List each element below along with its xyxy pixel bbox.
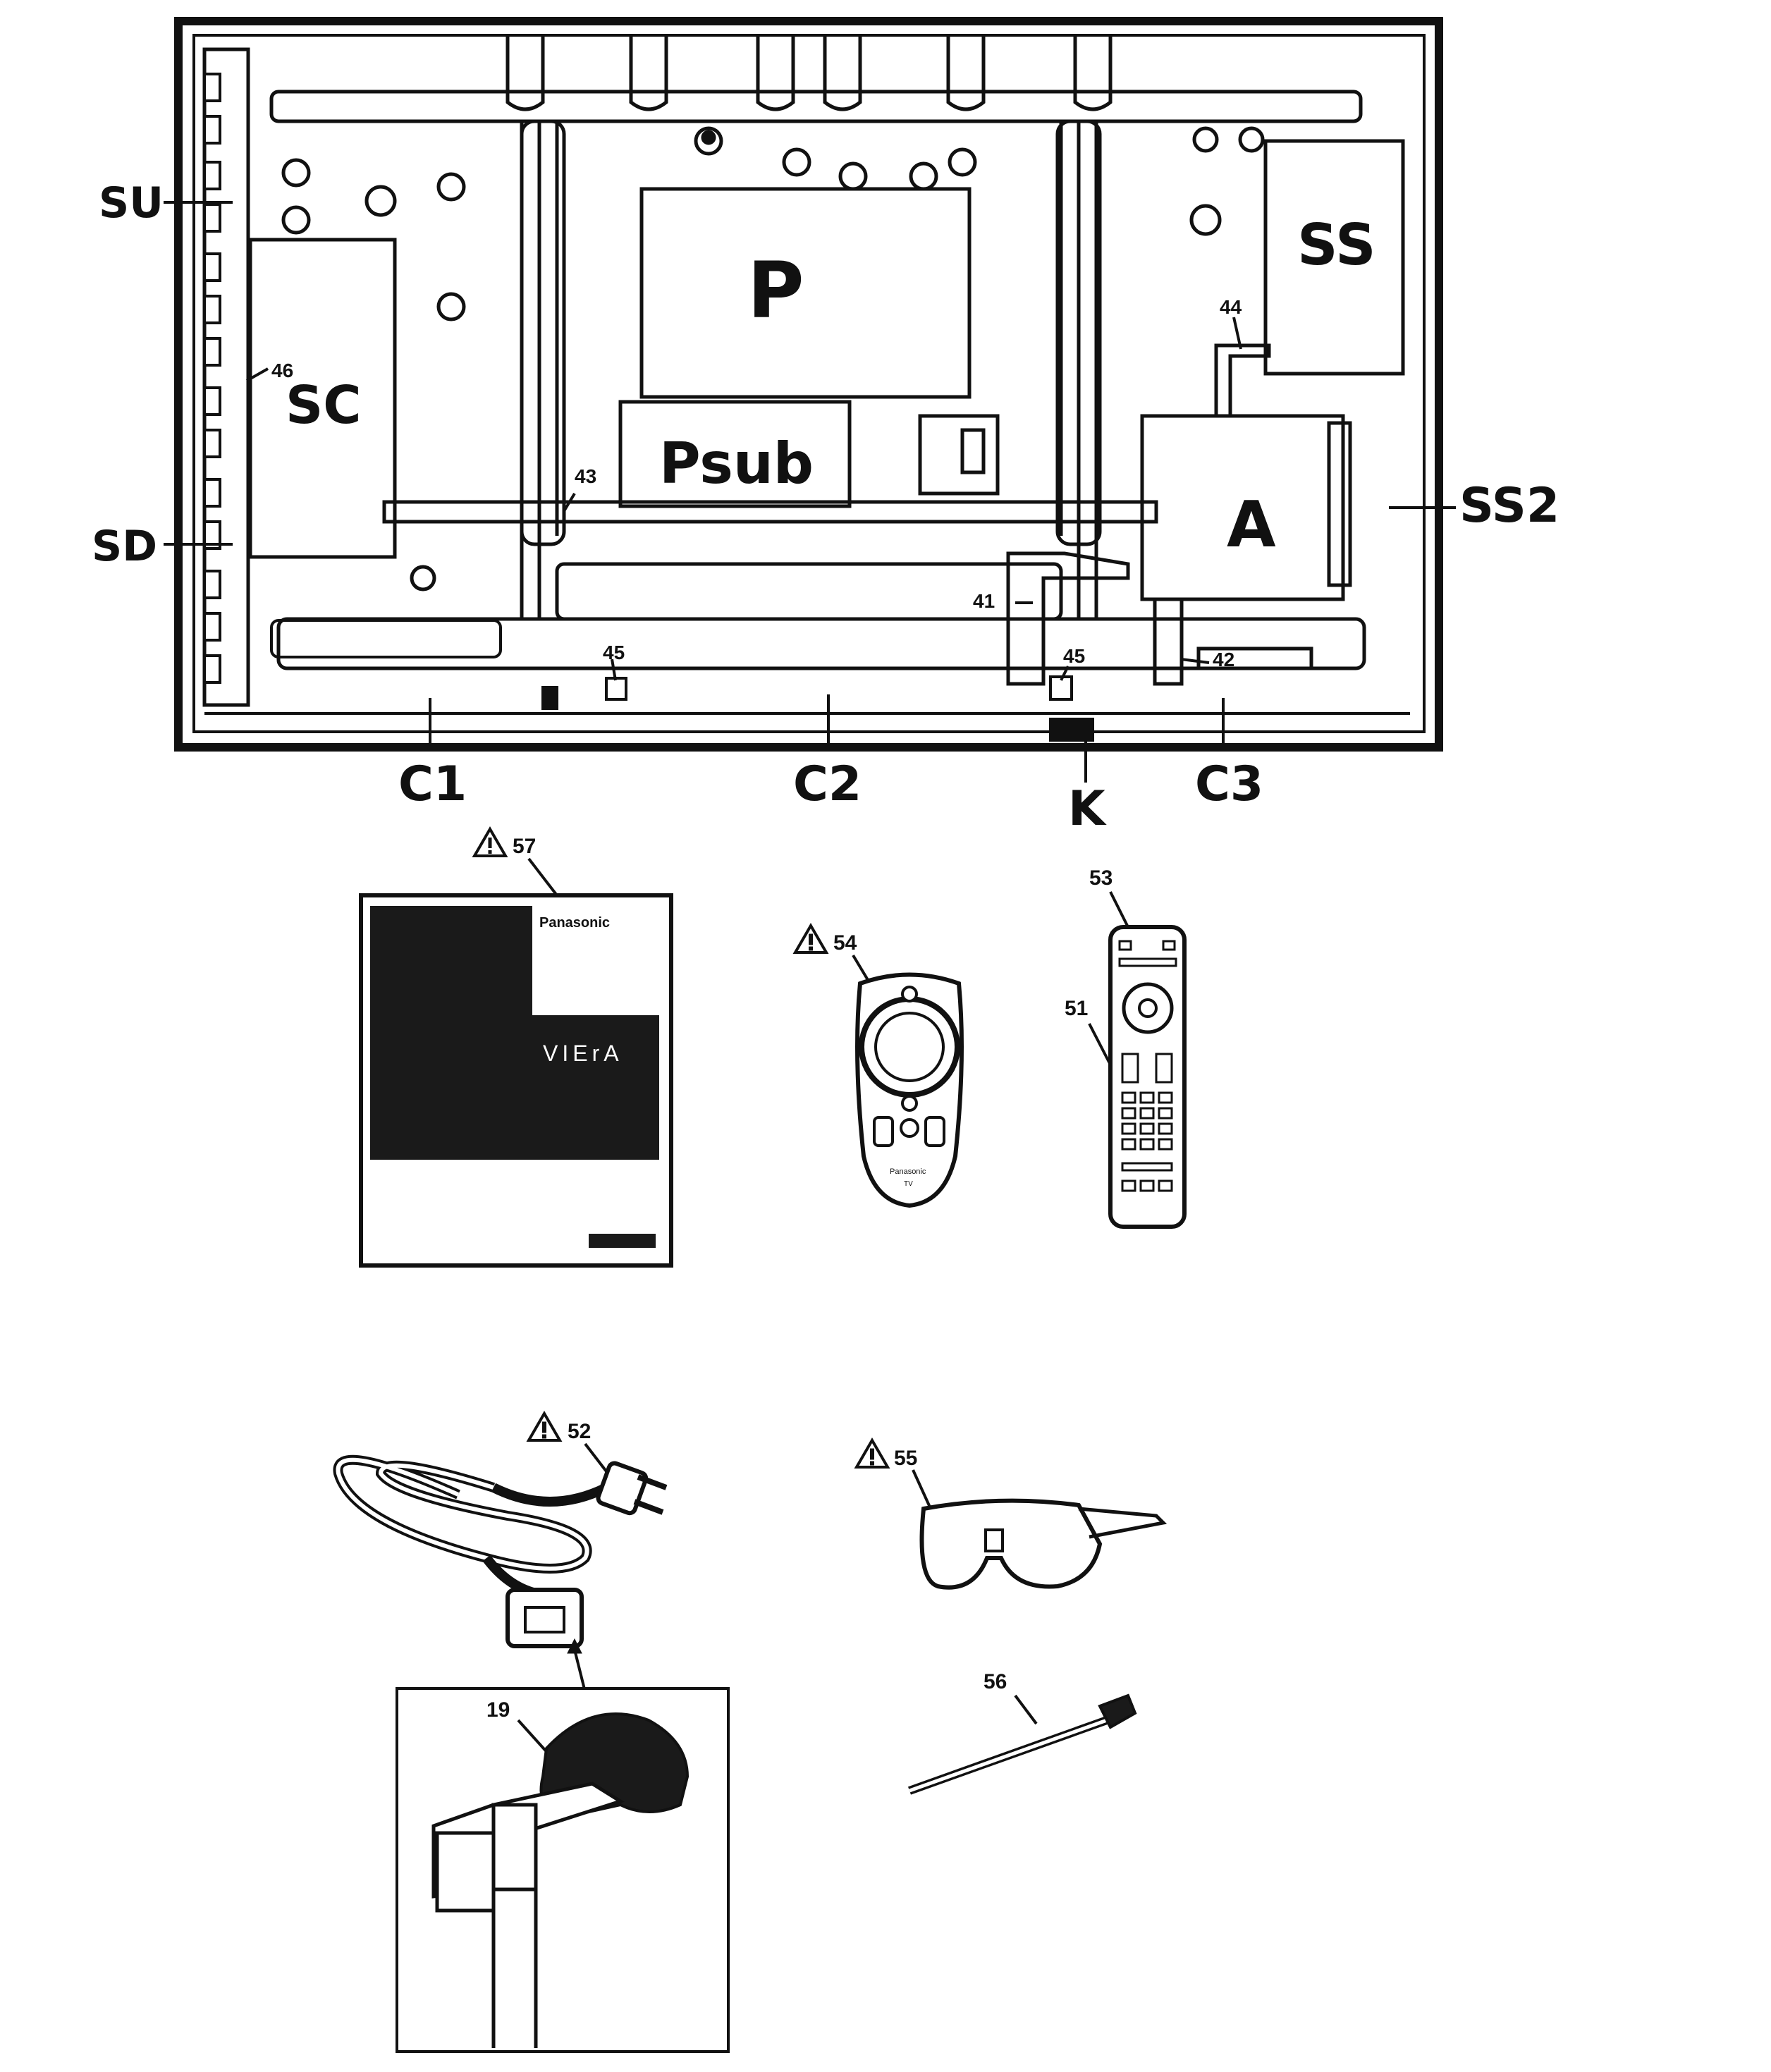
leader-lines — [164, 201, 1456, 783]
tv-outer-frame — [174, 17, 1443, 752]
detail-inset: 19 — [396, 1687, 730, 2053]
tie-head — [1098, 1693, 1137, 1729]
warning-triangle-icon — [794, 924, 828, 954]
glasses-temple — [1078, 1507, 1168, 1539]
warning-triangle-icon — [855, 1439, 889, 1469]
cable-44 — [1214, 343, 1271, 418]
part-52: 52 — [568, 1420, 591, 1443]
flat-cables — [382, 343, 1313, 686]
label-psub: Psub — [659, 431, 814, 496]
board-a — [1140, 414, 1345, 601]
cable-43 — [382, 500, 1158, 524]
part-55: 55 — [894, 1447, 917, 1470]
remote-control: 53 51 — [1065, 866, 1187, 1229]
manual-brand: Panasonic — [539, 915, 610, 931]
part-45-right: 45 — [1063, 645, 1085, 667]
part-41: 41 — [973, 590, 995, 612]
cable-tie: 56 — [907, 1670, 1137, 1795]
part-43: 43 — [575, 465, 596, 487]
label-su: SU — [99, 178, 164, 228]
owners-manual: 57 Panasonic VIErA — [359, 828, 673, 1268]
edge-connectors — [203, 73, 221, 684]
part-56: 56 — [983, 1670, 1007, 1693]
label-sd: SD — [92, 522, 157, 571]
part-53: 53 — [1089, 866, 1113, 890]
board-labels: SU SD SC P Psub SS SS2 A C1 C2 C3 K — [92, 178, 1559, 837]
part-51: 51 — [1065, 997, 1088, 1020]
warning-triangle-icon — [527, 1412, 561, 1442]
label-k: K — [1068, 781, 1107, 837]
part-45-left: 45 — [603, 642, 625, 663]
board-psub — [618, 400, 852, 508]
mount-bosses — [281, 126, 1265, 591]
board-su-sd-strip — [202, 47, 250, 707]
tv-inner-frame — [192, 34, 1426, 733]
label-p: P — [747, 245, 804, 336]
part-42: 42 — [1213, 649, 1234, 670]
label-ss: SS — [1297, 212, 1376, 278]
cable-41 — [1006, 551, 1130, 686]
tv-part-numbers: 43 44 46 41 42 45 45 — [271, 296, 1242, 670]
part-57: 57 — [513, 835, 536, 858]
part-19: 19 — [486, 1698, 510, 1722]
tv-back-chassis — [174, 17, 1443, 752]
board-ss — [1263, 139, 1405, 376]
chassis-ribs — [269, 90, 1366, 670]
manual-code-box — [589, 1234, 656, 1248]
controller-tv-label: TV — [904, 1180, 913, 1188]
controller-pad — [874, 1012, 945, 1082]
warning-triangle-icon — [473, 828, 507, 857]
controller-brand: Panasonic — [890, 1167, 926, 1176]
label-a: A — [1227, 488, 1276, 562]
manual-product: VIErA — [543, 1041, 623, 1066]
touch-pad-controller: 54 Panasonic TV — [794, 924, 964, 1208]
board-p — [639, 187, 972, 399]
label-ss2: SS2 — [1459, 478, 1559, 534]
label-c2: C2 — [793, 756, 862, 812]
3d-glasses: 55 — [855, 1439, 1168, 1590]
glasses-frame — [919, 1498, 1103, 1590]
remote-buttons — [1118, 940, 1177, 1192]
cable-42 — [1153, 597, 1184, 686]
top-brackets — [505, 35, 1113, 111]
board-sc — [248, 238, 397, 559]
lower-parts — [270, 619, 1094, 742]
label-c3: C3 — [1195, 756, 1263, 812]
ac-power-cord: 52 — [333, 1412, 668, 1707]
part-54: 54 — [833, 931, 857, 955]
circuit-boards — [202, 47, 1405, 707]
label-c1: C1 — [398, 756, 467, 812]
manual-dark-block-top — [370, 906, 532, 1015]
manual-dark-block-main — [370, 1015, 659, 1160]
part-44: 44 — [1220, 296, 1242, 318]
label-sc: SC — [286, 375, 362, 436]
part-46: 46 — [271, 360, 293, 381]
cord-plug — [596, 1461, 649, 1516]
